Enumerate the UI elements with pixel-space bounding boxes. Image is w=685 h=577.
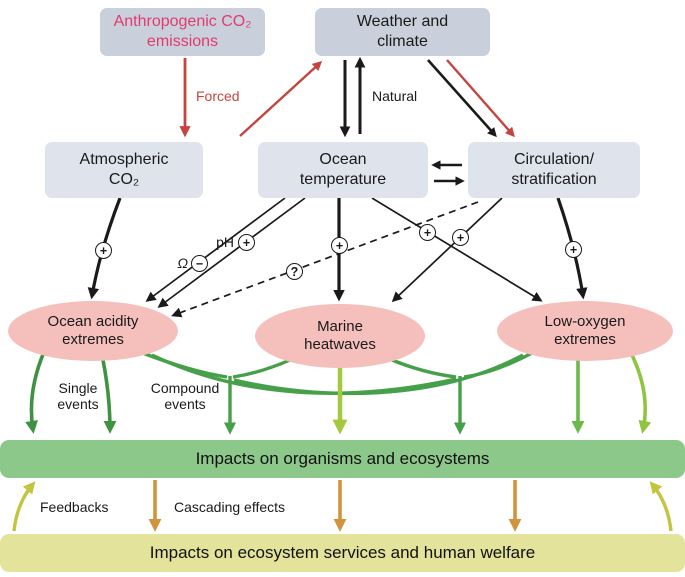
ellipse-line: Ocean acidity xyxy=(47,313,139,330)
circulation-to-heatwaves-arrow xyxy=(391,197,503,303)
box-line: Circulation/ xyxy=(513,151,595,169)
bar-impacts-organisms: Impacts on organisms and ecosystems xyxy=(0,440,685,478)
label-omega: Ω xyxy=(177,255,188,271)
box-line: Ocean xyxy=(319,151,367,169)
weather-to-circulation-red-arrow xyxy=(446,59,515,138)
ellipse-line: heatwaves xyxy=(304,336,376,353)
weather-to-circulation-black-arrow xyxy=(427,59,497,138)
feedback-right-arrow xyxy=(649,481,673,532)
ellipse-line: extremes xyxy=(554,331,616,348)
minus-icon-omega: − xyxy=(191,255,208,272)
label-forced: Forced xyxy=(196,88,240,104)
heatwaves-left-junction-link xyxy=(232,358,291,379)
plus-icon-circulation-lowoxygen: + xyxy=(565,241,582,258)
box-line: emissions xyxy=(146,33,219,50)
label-compound-events: Compound events xyxy=(150,380,220,413)
feedback-left-arrow xyxy=(12,481,36,532)
box-weather-climate: Weather and climate xyxy=(315,8,490,56)
box-anthropogenic-co2: Anthropogenic CO₂ emissions xyxy=(100,8,265,56)
box-line: climate xyxy=(377,33,428,50)
box-circulation-stratification: Circulation/ stratification xyxy=(468,142,640,198)
ellipse-line: Marine xyxy=(317,318,363,335)
box-line: CO₂ xyxy=(108,171,140,188)
box-ocean-temperature: Ocean temperature xyxy=(258,142,428,198)
label-feedbacks: Feedbacks xyxy=(40,499,109,515)
box-line: temperature xyxy=(299,171,387,188)
ellipse-low-oxygen-extremes: Low-oxygen extremes xyxy=(497,301,673,361)
ellipse-marine-heatwaves: Marine heatwaves xyxy=(255,304,425,368)
bar-impacts-services: Impacts on ecosystem services and human … xyxy=(0,534,685,572)
ellipse-line: Low-oxygen xyxy=(544,313,626,330)
temp-to-acidity-ph-arrow xyxy=(157,197,306,308)
label-single-events: Single events xyxy=(57,380,99,413)
box-line: Anthropogenic CO₂ xyxy=(113,13,252,31)
label-cascading-effects: Cascading effects xyxy=(174,499,286,515)
label-ph: pH xyxy=(216,234,234,250)
plus-icon-temp-lowoxygen: + xyxy=(419,224,436,241)
lowoxygen-right-arrow xyxy=(628,350,652,434)
circulation-to-acidity-dashed-arrow xyxy=(171,201,479,318)
box-line: stratification xyxy=(511,171,597,188)
acidity-heatwaves-link xyxy=(139,350,228,379)
co2-to-weather-arrow xyxy=(239,61,323,137)
plus-icon-ph: + xyxy=(238,234,255,251)
question-icon-circulation-acidity: ? xyxy=(286,263,303,280)
box-atmospheric-co2: Atmospheric CO₂ xyxy=(45,142,203,198)
temp-to-lowoxygen-arrow xyxy=(371,197,543,302)
box-line: Atmospheric xyxy=(79,151,169,169)
plus-icon-circulation-heatwaves: + xyxy=(452,229,469,246)
label-natural: Natural xyxy=(372,88,418,104)
plus-icon-co2-acidity: + xyxy=(95,242,112,259)
acidity-single-left-arrow xyxy=(25,351,46,434)
heatwaves-right-junction-link xyxy=(391,358,457,379)
ellipse-line: extremes xyxy=(62,331,124,348)
bar-text: Impacts on organisms and ecosystems xyxy=(195,449,490,468)
plus-icon-temp-heatwaves: + xyxy=(331,237,348,254)
bar-text: Impacts on ecosystem services and human … xyxy=(149,543,536,562)
box-line: Weather and xyxy=(356,13,449,31)
ellipse-ocean-acidity-extremes: Ocean acidity extremes xyxy=(8,301,178,361)
lowoxygen-heatwaves-link xyxy=(463,351,533,379)
